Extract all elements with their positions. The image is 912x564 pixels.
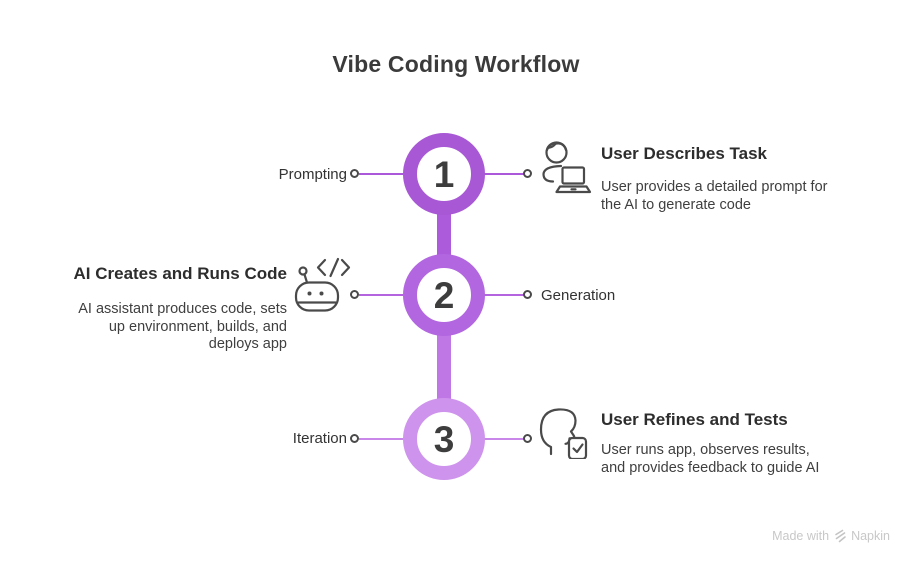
- napkin-logo-icon: [835, 529, 846, 543]
- step-1-right-line: [484, 173, 524, 175]
- step-1-right-dot: [523, 169, 532, 178]
- watermark-brand: Napkin: [851, 529, 890, 543]
- step-3-left-line: [359, 438, 405, 440]
- step-2-right-line: [484, 294, 524, 296]
- head-check-icon: [538, 403, 590, 459]
- step-1-description: User provides a detailed prompt for the …: [601, 179, 828, 213]
- step-3-right-dot: [523, 434, 532, 443]
- step-2-description: AI assistant produces code, sets up envi…: [78, 301, 287, 352]
- step-1-number: 1: [433, 153, 455, 195]
- napkin-watermark: Made with Napkin: [772, 529, 890, 543]
- step-2-circle: 2: [403, 254, 485, 336]
- step-1-circle: 1: [403, 133, 485, 215]
- step-3-left-dot: [350, 434, 359, 443]
- step-2-side-label: Generation: [541, 287, 616, 304]
- step-1-heading: User Describes Task: [601, 144, 768, 163]
- diagram-title: Vibe Coding Workflow: [332, 51, 580, 77]
- step-3-circle: 3: [403, 398, 485, 480]
- step-3-right-line: [484, 438, 524, 440]
- step-3-side-label: Iteration: [292, 430, 347, 447]
- step-2-number: 2: [433, 274, 455, 316]
- step-3-number: 3: [433, 418, 455, 460]
- robot-code-icon: [292, 256, 354, 316]
- step-1-left-dot: [350, 169, 359, 178]
- step-2-left-dot: [350, 290, 359, 299]
- connector-bar-1-2: [437, 205, 451, 265]
- step-3-heading: User Refines and Tests: [601, 410, 788, 429]
- step-3-description: User runs app, observes results, and pro…: [601, 442, 820, 476]
- user-laptop-icon: [540, 139, 592, 196]
- step-1-left-line: [359, 173, 405, 175]
- step-2-right-dot: [523, 290, 532, 299]
- watermark-prefix: Made with: [772, 529, 830, 543]
- step-2-left-line: [359, 294, 405, 296]
- step-2-heading: AI Creates and Runs Code: [73, 264, 288, 283]
- connector-bar-2-3: [437, 325, 451, 410]
- step-1-side-label: Prompting: [278, 166, 347, 183]
